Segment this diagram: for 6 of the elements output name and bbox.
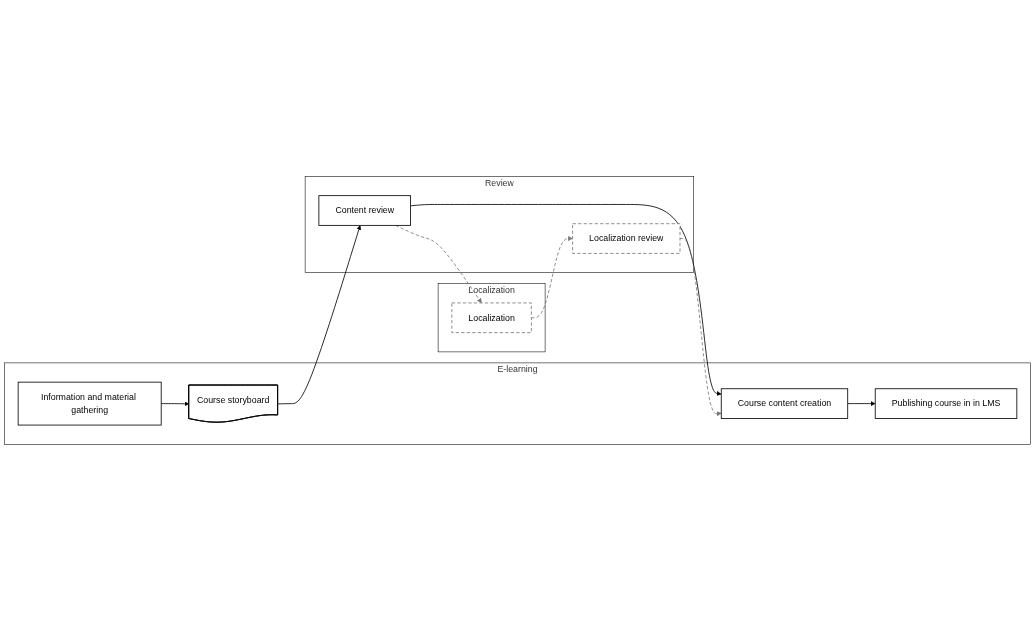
node-box: Localization review <box>572 223 681 254</box>
node-box: Course content creation <box>720 388 849 419</box>
node-box: Localization <box>451 302 532 334</box>
node-box: Content review <box>318 195 411 226</box>
node-box: Publishing course in in LMS <box>874 388 1018 419</box>
node-box: Information and material gathering <box>17 381 162 426</box>
